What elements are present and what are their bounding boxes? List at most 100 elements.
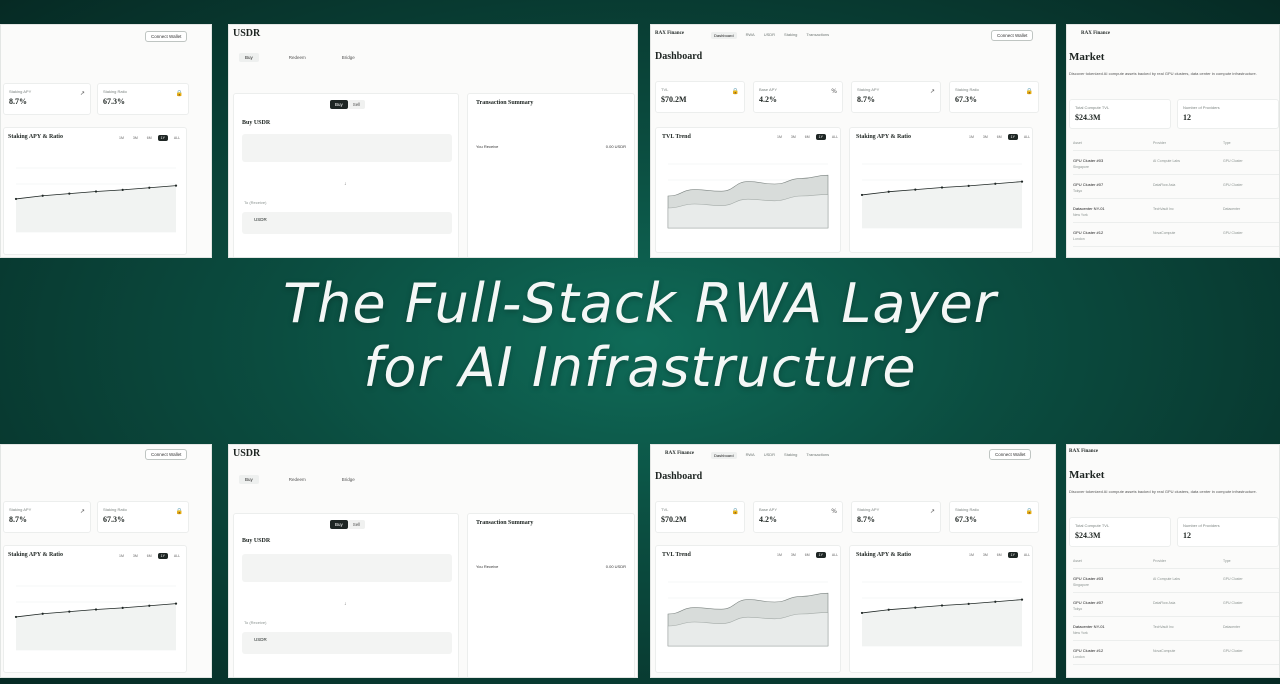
toggle-buy[interactable]: Buy [330,100,348,109]
kpi-label: TVL [661,507,669,512]
range-chip-1y[interactable]: 1Y [1007,552,1018,558]
toggle-buy[interactable]: Buy [330,520,348,529]
data-point [994,600,997,603]
nav-usdr[interactable]: USDR [763,452,776,457]
asset-type: GPU Cluster [1223,577,1243,581]
field-label: To (Receive) [244,620,267,625]
nav-usdr[interactable]: USDR [763,32,776,37]
connect-wallet-button[interactable]: Connect Wallet [145,31,188,42]
range-chip-6m[interactable]: 6M [146,554,152,558]
range-chip-1m[interactable]: 1M [119,554,124,558]
range-chip-6m[interactable]: 6M [804,553,810,557]
range-chip-all[interactable]: ALL [831,553,839,557]
range-chip-3m[interactable]: 3M [132,554,138,558]
to-field[interactable]: USDR [242,632,452,654]
range-chip-6m[interactable]: 6M [996,135,1002,139]
chart-title: Staking APY & Ratio [856,134,911,140]
lock-icon: 🔒 [175,508,183,515]
range-chip-1m[interactable]: 1M [119,136,124,140]
stat-value: 67.3% [103,515,125,524]
range-chip-1y[interactable]: 1Y [815,134,826,140]
range-chip-all[interactable]: ALL [173,136,181,140]
range-chip-1y[interactable]: 1Y [157,135,168,141]
tab-bridge[interactable]: Bridge [341,55,355,60]
asset-name: GPU Cluster #03 [1073,576,1104,581]
range-chip-all[interactable]: ALL [173,554,181,558]
range-chip-1m[interactable]: 1M [777,553,782,557]
tab-redeem[interactable]: Redeem [288,477,306,482]
range-chip-all[interactable]: ALL [831,135,839,139]
nav-rwa[interactable]: RWA [745,32,755,37]
asset-type: Datacenter [1223,207,1241,211]
trend-icon: ↗ [929,508,935,515]
nav-transactions[interactable]: Transactions [806,32,830,37]
nav-staking[interactable]: Staking [784,452,798,457]
tab-redeem[interactable]: Redeem [288,55,306,60]
asset-provider: NovaCompute [1153,649,1176,653]
token-label: USDR [254,217,267,222]
asset-name: GPU Cluster #12 [1073,648,1104,653]
connect-wallet-button[interactable]: Connect Wallet [145,449,188,460]
range-chip-3m[interactable]: 3M [982,553,988,557]
nav-transactions[interactable]: Transactions [806,452,830,457]
range-chip-3m[interactable]: 3M [790,553,796,557]
stat-label: Staking APY [9,507,32,512]
tvl-card: Total Compute TVL $24.3M [1069,99,1171,129]
nav-dashboard[interactable]: Dashboard [711,452,737,459]
nav-rwa[interactable]: RWA [745,452,755,457]
from-field[interactable] [242,134,452,162]
toggle-sell[interactable]: Sell [347,100,366,109]
range-chip-1y[interactable]: 1Y [815,552,826,558]
data-point [68,192,71,195]
swap-arrow-icon[interactable]: ↓ [344,602,347,607]
range-chip-1y[interactable]: 1Y [157,553,168,559]
from-field[interactable] [242,554,452,582]
range-chip-6m[interactable]: 6M [996,553,1002,557]
stat-card: Staking APY 8.7% ↗ [3,501,91,533]
range-chip-6m[interactable]: 6M [146,136,152,140]
nav-staking[interactable]: Staking [784,32,798,37]
tab-buy[interactable]: Buy [239,475,259,484]
range-chip-all[interactable]: ALL [1023,135,1031,139]
kpi-value: 67.3% [955,515,977,524]
kpi-card: TVL$70.2M🔒 [655,81,745,113]
range-chip-1m[interactable]: 1M [969,135,974,139]
toggle-sell[interactable]: Sell [347,520,366,529]
connect-wallet-button[interactable]: Connect Wallet [989,449,1032,460]
range-chip-1m[interactable]: 1M [969,553,974,557]
range-chip-all[interactable]: ALL [1023,553,1031,557]
range-chip-1m[interactable]: 1M [777,135,782,139]
kpi-label: TVL [661,87,669,92]
trend-icon: ↗ [79,508,85,515]
series-area [862,181,1022,228]
tab-buy[interactable]: Buy [239,53,259,62]
range-chip-3m[interactable]: 3M [982,135,988,139]
kpi-value: 8.7% [857,515,875,524]
range-chip-6m[interactable]: 6M [804,135,810,139]
data-point [914,606,917,609]
staking-line-chart [860,581,1024,647]
page-title: Dashboard [655,471,703,482]
nav-dashboard[interactable]: Dashboard [711,32,737,39]
data-point [940,186,944,189]
trend-icon: ↗ [79,90,85,97]
asset-type: GPU Cluster [1223,159,1243,163]
range-chip-3m[interactable]: 3M [132,136,138,140]
range-chip-1y[interactable]: 1Y [1007,134,1018,140]
tab-bridge[interactable]: Bridge [341,477,355,482]
connect-wallet-button[interactable]: Connect Wallet [991,30,1034,41]
to-field[interactable]: USDR [242,212,452,234]
swap-arrow-icon[interactable]: ↓ [344,182,347,187]
brand-logo: RAX Finance [1081,31,1111,36]
range-chip-3m[interactable]: 3M [790,135,796,139]
